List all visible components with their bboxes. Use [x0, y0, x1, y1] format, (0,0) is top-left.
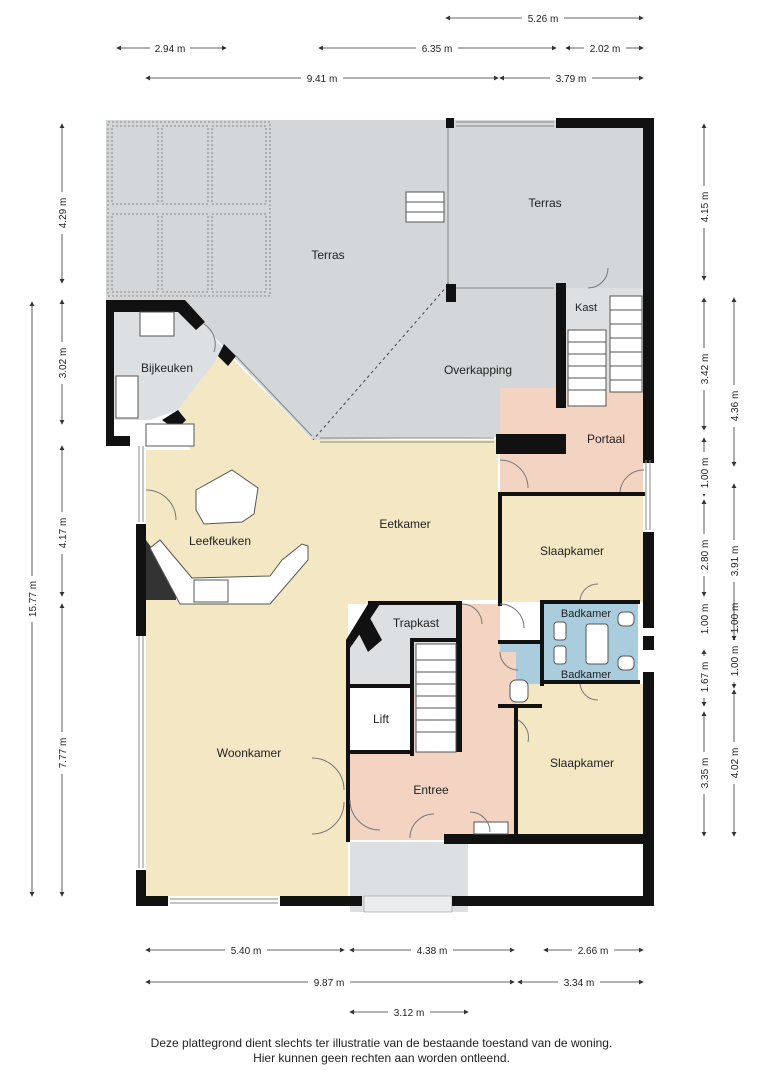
overkapping-area: [313, 285, 556, 440]
label-trapkast: Trapkast: [393, 616, 440, 630]
dim-top-6-35: 6.35 m: [422, 44, 453, 55]
dim-left-7-77: 7.77 m: [58, 738, 69, 769]
dim-left-4-17: 4.17 m: [58, 518, 69, 549]
label-leefkeuken: Leefkeuken: [189, 534, 251, 548]
label-bijkeuken: Bijkeuken: [141, 361, 193, 375]
dim-right-3-35: 3.35 m: [700, 758, 711, 789]
label-badkamer-top: Badkamer: [561, 608, 611, 620]
dim-right-3-91: 3.91 m: [730, 546, 741, 577]
overhang-dashes: [312, 120, 449, 441]
dim-right-4-02: 4.02 m: [730, 748, 741, 779]
slaapkamer-top-area: [500, 494, 643, 602]
door-swings: [145, 267, 645, 839]
label-lift: Lift: [373, 712, 390, 726]
disclaimer: Deze plattegrond dient slechts ter illus…: [0, 1036, 763, 1066]
slaapkamer-bottom-area: [516, 684, 643, 836]
dim-bottom-4-38: 4.38 m: [417, 946, 448, 957]
dim-top-5-26: 5.26 m: [528, 14, 559, 25]
dim-bottom-2-66: 2.66 m: [578, 946, 609, 957]
label-terras-small: Terras: [528, 196, 561, 210]
dim-bottom-5-40: 5.40 m: [231, 946, 262, 957]
bathroom-fixtures: [473, 611, 635, 835]
dim-bottom-9-87: 9.87 m: [314, 978, 345, 989]
walls: [106, 118, 654, 906]
dim-bottom-3-12: 3.12 m: [394, 1008, 425, 1019]
dim-left-4-29: 4.29 m: [58, 198, 69, 229]
label-badkamer-bottom: Badkamer: [561, 669, 611, 681]
windows: [138, 121, 651, 904]
dim-top-3-79: 3.79 m: [556, 74, 587, 85]
dim-right-1-00-c: 1.00 m: [730, 646, 741, 677]
dim-top-9-41: 9.41 m: [307, 74, 338, 85]
label-overkapping: Overkapping: [444, 363, 512, 377]
label-entree: Entree: [413, 783, 449, 797]
label-slaapkamer-bottom: Slaapkamer: [550, 756, 614, 770]
label-portaal: Portaal: [587, 432, 625, 446]
terras-small-area: [448, 120, 643, 288]
label-terras-large: Terras: [311, 248, 344, 262]
dim-right-1-00-d: 1.00 m: [730, 603, 741, 634]
disclaimer-line-1: Deze plattegrond dient slechts ter illus…: [150, 1036, 613, 1050]
label-woonkamer: Woonkamer: [217, 746, 281, 760]
bijkeuken-area: [114, 310, 224, 420]
label-eetkamer: Eetkamer: [379, 517, 430, 531]
dim-right-1-00-b: 1.00 m: [700, 604, 711, 635]
dim-left-15-77: 15.77 m: [28, 581, 39, 617]
lift-area: [350, 688, 412, 750]
disclaimer-line-2: Hier kunnen geen rechten aan worden ontl…: [253, 1051, 510, 1065]
dim-right-4-36: 4.36 m: [730, 391, 741, 422]
terrace-paving-grid: [107, 121, 271, 297]
terras-large-area: [106, 120, 448, 440]
label-slaapkamer-top: Slaapkamer: [540, 544, 604, 558]
dimension-labels: 5.26 m 2.94 m 6.35 m 2.02 m 9.41 m 3.79 …: [25, 11, 741, 1019]
dim-right-3-42: 3.42 m: [700, 354, 711, 385]
dim-right-1-00-a: 1.00 m: [700, 458, 711, 489]
kitchen-counters: [115, 311, 309, 605]
dim-top-2-94: 2.94 m: [155, 44, 186, 55]
dim-right-1-67: 1.67 m: [700, 662, 711, 693]
label-kast: Kast: [575, 302, 597, 314]
dim-bottom-3-34: 3.34 m: [564, 978, 595, 989]
stairs: [405, 191, 643, 753]
room-labels: Terras Terras Overkapping Kast Bijkeuken…: [141, 196, 625, 797]
dim-top-2-02: 2.02 m: [590, 44, 621, 55]
dim-right-2-80: 2.80 m: [700, 540, 711, 571]
dim-left-3-02: 3.02 m: [58, 348, 69, 379]
dim-right-4-15: 4.15 m: [700, 192, 711, 223]
